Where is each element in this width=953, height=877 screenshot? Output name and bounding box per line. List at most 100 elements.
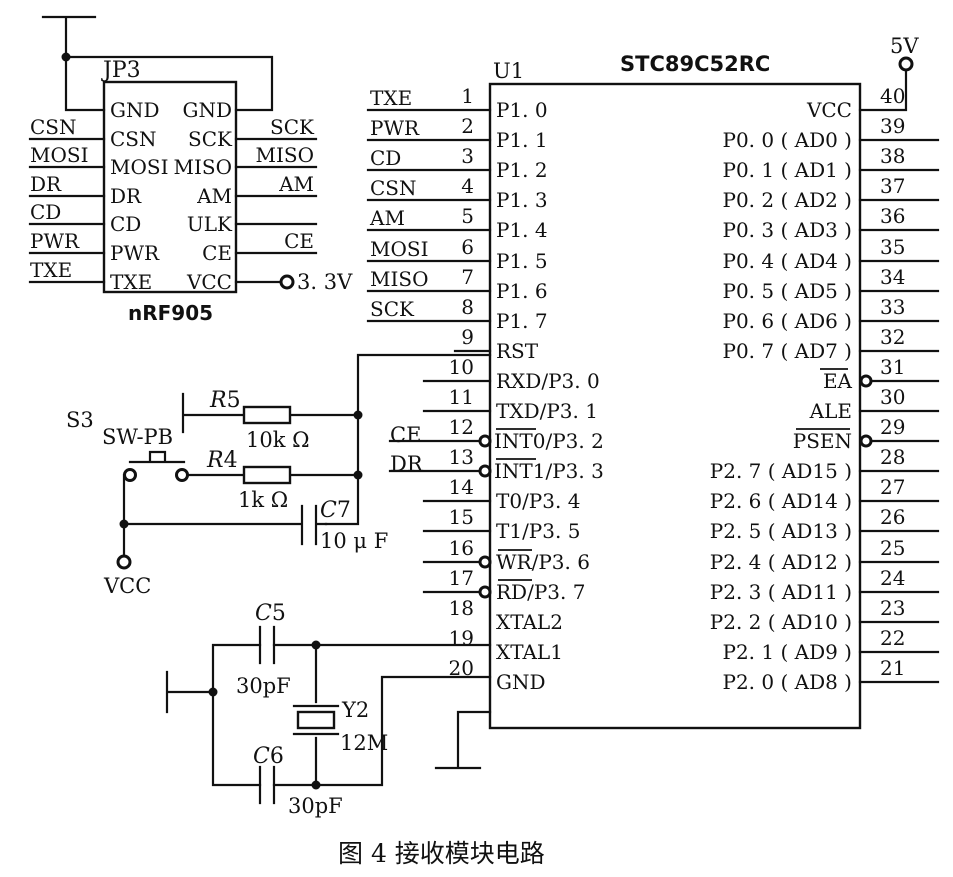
figure-caption: 图 4 接收模块电路 bbox=[338, 839, 545, 868]
nrf905-pin-label: DR bbox=[110, 184, 142, 208]
mcu-pin-number: 3 bbox=[461, 144, 474, 168]
mcu-pin-number: 10 bbox=[449, 355, 474, 379]
nrf905-pin-label: VCC bbox=[186, 270, 232, 294]
mcu-net-label: AM bbox=[369, 206, 405, 230]
mcu-pin-label: P0. 0 ( AD0 ) bbox=[722, 128, 852, 152]
mcu-pin-number: 6 bbox=[461, 235, 474, 259]
mcu-pin-label: EA bbox=[823, 369, 853, 393]
mcu-pin-number: 21 bbox=[880, 656, 905, 680]
switch-contact bbox=[123, 468, 137, 482]
mcu-pin-label: TXD/P3. 1 bbox=[496, 399, 598, 423]
mcu-pin-number: 11 bbox=[449, 385, 474, 409]
mcu-pin-label: INT1/P3. 3 bbox=[494, 459, 604, 483]
mcu-pin-number: 22 bbox=[880, 626, 905, 650]
mcu-pin-label: P1. 3 bbox=[496, 188, 548, 212]
nrf905-net-label: CE bbox=[284, 229, 314, 253]
crystal-value: 12M bbox=[340, 731, 388, 755]
mcu-net-label: PWR bbox=[370, 116, 420, 140]
mcu-pin-number: 24 bbox=[880, 566, 905, 590]
mcu-pin-label: P2. 4 ( AD12 ) bbox=[710, 550, 852, 574]
mcu-pin-label: T0/P3. 4 bbox=[496, 489, 580, 513]
switch-name: SW-PB bbox=[102, 425, 173, 449]
nrf905-supply-label: 3. 3V bbox=[297, 270, 353, 294]
nrf905-module: JP3 nRF905 GNDCSNCSNMOSIMOSIDRDRCDCDPWRP… bbox=[28, 15, 353, 325]
active-low-bubble bbox=[859, 374, 873, 388]
mcu-pin-label: P2. 5 ( AD13 ) bbox=[710, 519, 852, 543]
mcu-pin-label: RXD/P3. 0 bbox=[496, 369, 600, 393]
c7-value: 10 μ F bbox=[320, 529, 388, 553]
mcu-body bbox=[488, 82, 862, 730]
nrf905-net-label: CD bbox=[30, 200, 61, 224]
mcu-pin-number: 7 bbox=[461, 265, 474, 289]
junction-dot bbox=[61, 52, 71, 62]
mcu-net-label: SCK bbox=[370, 297, 415, 321]
switch-contact bbox=[175, 468, 189, 482]
net-label-dr: DR bbox=[390, 452, 424, 476]
active-low-bubble bbox=[478, 434, 492, 448]
mcu-pin-number: 35 bbox=[880, 235, 905, 259]
mcu-pin-number: 4 bbox=[461, 174, 474, 198]
mcu-pin-label: P0. 1 ( AD1 ) bbox=[722, 158, 852, 182]
c5-ref: C5 bbox=[255, 601, 286, 626]
net-label-ce: CE bbox=[390, 423, 421, 447]
vcc-label: VCC bbox=[103, 574, 151, 598]
nrf905-pin-label: MOSI bbox=[110, 155, 168, 179]
active-low-bubble bbox=[478, 585, 492, 599]
mcu-pin-label: P2. 7 ( AD15 ) bbox=[710, 459, 852, 483]
crystal-y2 bbox=[296, 710, 336, 730]
nrf905-connector-ref: JP3 bbox=[101, 58, 141, 83]
mcu-pin-number: 23 bbox=[880, 596, 905, 620]
nrf905-net-label: TXE bbox=[30, 258, 72, 282]
resistor-r5 bbox=[242, 405, 292, 425]
mcu-pin-label: P1. 4 bbox=[496, 218, 548, 242]
mcu-net-label: MISO bbox=[370, 267, 428, 291]
resistor-r4 bbox=[242, 465, 292, 485]
mcu-pin-label: P0. 6 ( AD6 ) bbox=[722, 309, 852, 333]
mcu-pin-number: 8 bbox=[461, 295, 474, 319]
mcu-part-number: STC89C52RC bbox=[620, 52, 770, 76]
active-low-bubble bbox=[478, 555, 492, 569]
c5-value: 30pF bbox=[236, 674, 291, 698]
r5-value: 10k Ω bbox=[246, 428, 310, 452]
mcu-pin-number: 14 bbox=[449, 475, 474, 499]
nrf905-pin-label: ULK bbox=[187, 212, 233, 236]
mcu-pin-label: INT0/P3. 2 bbox=[494, 429, 604, 453]
nrf905-pin-label: PWR bbox=[110, 241, 160, 265]
mcu-pin-number: 1 bbox=[461, 84, 474, 108]
mcu-pin-number: 33 bbox=[880, 295, 905, 319]
mcu-pin-label: P0. 5 ( AD5 ) bbox=[722, 279, 852, 303]
mcu-pin-number: 18 bbox=[449, 596, 474, 620]
reset-circuit: S3 SW-PB R5 10k Ω R4 1k Ω C7 10 μ F VCC bbox=[66, 353, 492, 598]
nrf905-net-label: SCK bbox=[270, 115, 315, 139]
mcu-pin-label: WR/P3. 6 bbox=[496, 550, 590, 574]
mcu-pin-number: 15 bbox=[449, 505, 474, 529]
nrf905-net-label: PWR bbox=[30, 229, 80, 253]
nrf905-pin-label: SCK bbox=[188, 127, 233, 151]
mcu-pin-label: RST bbox=[496, 339, 539, 363]
mcu-pin-label: T1/P3. 5 bbox=[496, 519, 580, 543]
nrf905-net-label: MOSI bbox=[30, 143, 88, 167]
clock-circuit: C5 30pF C6 30pF Y2 12M bbox=[165, 601, 492, 818]
mcu-pin-number: 30 bbox=[880, 385, 905, 409]
mcu-pin-number: 16 bbox=[449, 536, 474, 560]
mcu-pin-number: 12 bbox=[449, 415, 474, 439]
mcu-pin-label: ALE bbox=[809, 399, 852, 423]
nrf905-pin-label: GND bbox=[182, 98, 232, 122]
mcu-pin-label: P0. 3 ( AD3 ) bbox=[722, 218, 852, 242]
mcu-pin-number: 32 bbox=[880, 325, 905, 349]
mcu-pin-number: 9 bbox=[461, 325, 474, 349]
nrf905-pin-label: AM bbox=[196, 184, 232, 208]
mcu-pin-number: 27 bbox=[880, 475, 905, 499]
mcu-pin-label: P2. 2 ( AD10 ) bbox=[710, 610, 852, 634]
mcu-pin-label: PSEN bbox=[793, 429, 852, 453]
mcu-net-label: TXE bbox=[370, 86, 412, 110]
nrf905-pin-label: MISO bbox=[174, 155, 232, 179]
mcu-pin-number: 38 bbox=[880, 144, 905, 168]
mcu-pin-number: 26 bbox=[880, 505, 905, 529]
mcu-pin-label: P1. 7 bbox=[496, 309, 548, 333]
mcu-pin-label: P0. 7 ( AD7 ) bbox=[722, 339, 852, 363]
switch-ref: S3 bbox=[66, 408, 94, 432]
